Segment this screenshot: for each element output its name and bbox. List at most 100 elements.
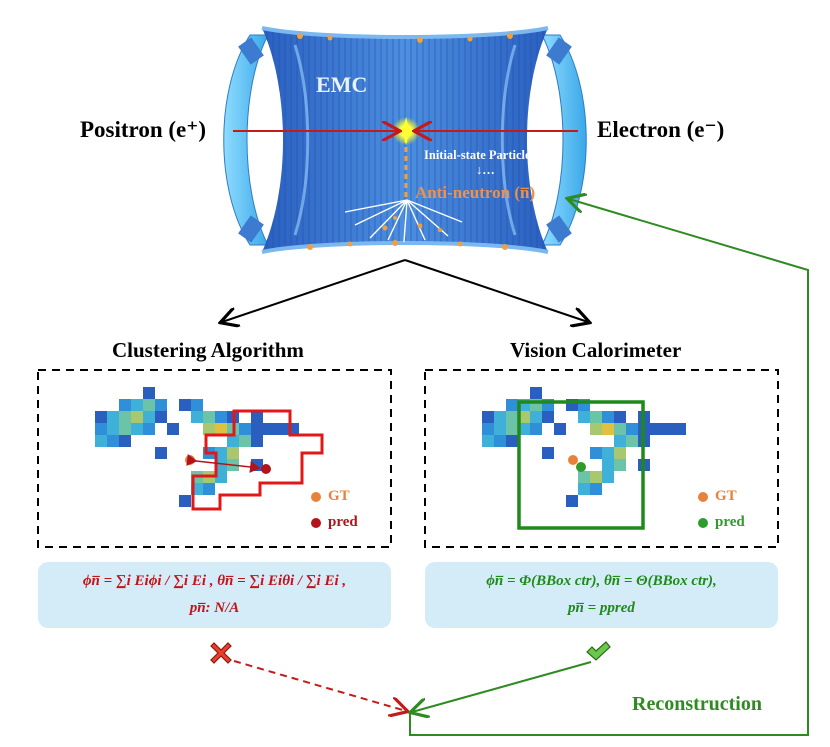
initial-state-label: Initial-state Particles [424,148,536,162]
heatmap-cell [602,411,614,423]
heatmap-cell [578,411,590,423]
heatmap-cell [590,471,602,483]
heatmap-cell [518,423,530,435]
heatmap-cell [143,411,155,423]
vision-formula-line2: pn̅ = ppred [568,600,635,616]
heatmap-cell [542,411,554,423]
vision-formula-box: ϕn̅ = Φ(BBox ctr), θn̅ = Θ(BBox ctr), pn… [425,562,778,628]
clustering-heatmap [95,387,299,507]
heatmap-cell [590,447,602,459]
heatmap-cell [95,411,107,423]
clustering-legend-pred-dot [311,518,321,528]
bbox [517,400,645,530]
clustering-formula-line1: ϕn̅ = ∑i Eiϕi / ∑i Ei , θn̅ = ∑i Eiθi / … [82,573,347,589]
vision-formula-line1: ϕn̅ = Φ(BBox ctr), θn̅ = Θ(BBox ctr), [486,573,717,589]
heatmap-cell [155,411,167,423]
heatmap-cell [482,423,494,435]
heatmap-cell [602,471,614,483]
heatmap-cell [590,411,602,423]
clustering-legend-gt: GT [328,488,350,504]
heatmap-cell [602,423,614,435]
heatmap-cell [203,483,215,495]
heatmap-cell [119,411,131,423]
heatmap-cell [131,411,143,423]
clustering-to-reconstruction-arrow [233,660,406,711]
vision-legend-pred-dot [698,518,708,528]
clustering-formula-line2: pn̅: N/A [189,600,240,616]
heatmap-cell [251,435,263,447]
heatmap-cell [215,471,227,483]
heatmap-cell [482,435,494,447]
heatmap-cell [227,447,239,459]
heatmap-cell [614,411,626,423]
heatmap-cell [614,459,626,471]
heatmap-cell [530,423,542,435]
heatmap-cell [626,435,638,447]
heatmap-cell [203,411,215,423]
heatmap-cell [191,411,203,423]
heatmap-cell [179,399,191,411]
detector-right-cap [541,34,587,246]
anti-neutron-label: Anti-neutron (n̅) [415,183,536,202]
heatmap-cell [506,411,518,423]
vision-legend-gt-dot [698,492,708,502]
vision-panel-frame [424,369,779,548]
vision-pred-point [576,462,586,472]
heatmap-cell [143,387,155,399]
heatmap-cell [167,423,179,435]
check-icon [586,641,611,661]
heatmap-cell [506,435,518,447]
initial-state-arrow: ↓… [476,163,495,177]
heatmap-cell [275,423,287,435]
heatmap-cell [554,423,566,435]
heatmap-cell [578,483,590,495]
cross-icon [210,642,232,664]
heatmap-cell [494,423,506,435]
heatmap-cell [566,495,578,507]
heatmap-cell [590,483,602,495]
heatmap-cell [263,423,275,435]
heatmap-cell [107,411,119,423]
heatmap-cell [662,423,674,435]
heatmap-cell [530,411,542,423]
heatmap-cell [602,459,614,471]
heatmap-cell [227,435,239,447]
reconstruction-loop-arrow [409,199,809,736]
heatmap-cell [155,447,167,459]
heatmap-cell [143,423,155,435]
heatmap-cell [131,423,143,435]
heatmap-cell [602,447,614,459]
vision-legend-gt: GT [715,488,737,504]
heatmap-cell [107,435,119,447]
heatmap-cell [179,495,191,507]
heatmap-cell [239,435,251,447]
heatmap-cell [191,399,203,411]
clustering-error-arrow [186,454,261,473]
heatmap-cell [95,423,107,435]
heatmap-cell [215,423,227,435]
heatmap-cell [131,399,143,411]
heatmap-cell [482,411,494,423]
heatmap-cell [251,411,263,423]
vision-gt-point [568,455,578,465]
heatmap-cell [506,399,518,411]
heatmap-cell [203,423,215,435]
clustering-gt-point [185,455,195,465]
electron-label: Electron (e⁻) [597,117,725,142]
split-arrow-left [222,259,406,322]
detector-left-cap [223,34,269,246]
clustering-legend-gt-dot [311,492,321,502]
heatmap-cell [614,423,626,435]
vision-to-reconstruction-arrow [412,661,592,712]
heatmap-cell [506,423,518,435]
clustering-pred-point [261,464,271,474]
heatmap-cell [674,423,686,435]
heatmap-cell [494,411,506,423]
reconstruction-label: Reconstruction [632,693,762,715]
heatmap-cell [590,423,602,435]
clustering-panel-frame [37,369,392,548]
heatmap-cell [239,423,251,435]
split-arrow-right [404,259,588,322]
